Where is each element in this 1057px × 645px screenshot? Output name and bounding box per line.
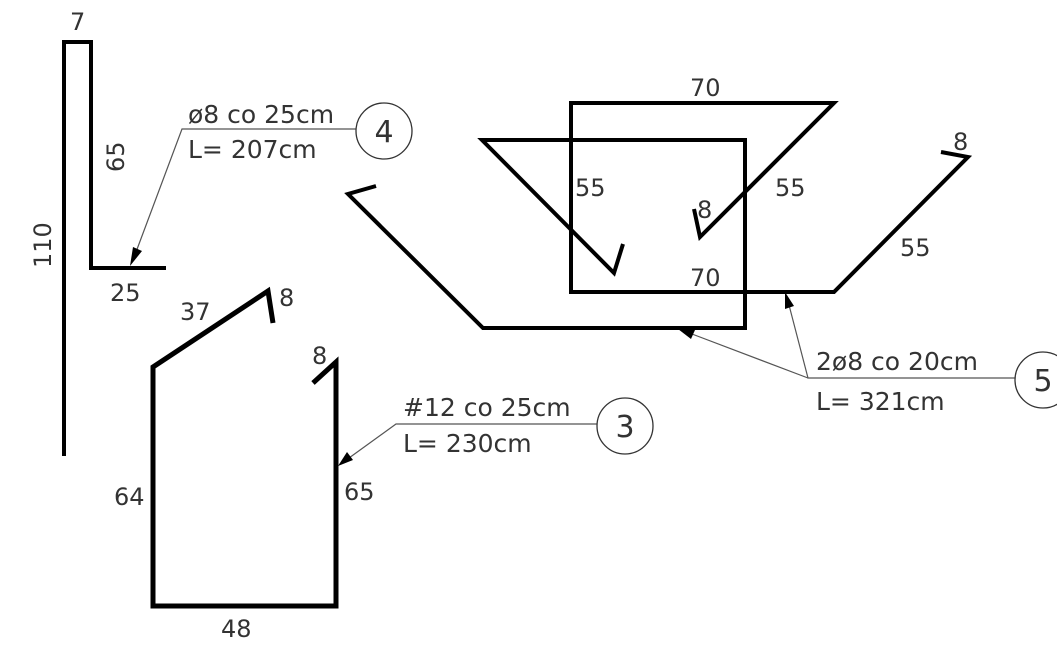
bar-5-dim-right-outer: 55 xyxy=(900,234,931,262)
bar-4-shape xyxy=(62,40,166,456)
bar-5-outer-shape xyxy=(344,138,747,330)
bar-3-leader-arrow xyxy=(338,452,353,466)
bar-5-spec: 2ø8 co 20cm xyxy=(816,347,978,376)
bar-4-spec: ø8 co 25cm xyxy=(188,100,334,129)
bar-3-mark-number: 3 xyxy=(615,410,634,445)
bar-4-mark-bubble xyxy=(355,102,413,160)
bar-5-dim-top: 70 xyxy=(690,74,721,102)
bar-mark-5: 70 70 55 55 55 8 8 2ø8 co 20cm L= 321cm … xyxy=(344,74,1057,416)
bar-4-dim-bottom: 25 xyxy=(110,279,141,307)
bar-5-dim-hook-inner: 8 xyxy=(697,196,712,224)
bar-5-dim-hook-outer: 8 xyxy=(953,128,968,156)
bar-5-leader-lower xyxy=(691,333,809,379)
bar-5-leader-arrow-upper xyxy=(785,292,794,309)
bar-4-length: L= 207cm xyxy=(188,135,317,164)
bar-3-dim-bottom: 48 xyxy=(221,615,252,643)
bar-3-mark-bubble xyxy=(596,397,654,455)
bar-5-dim-middle: 70 xyxy=(690,264,721,292)
bar-3-leader xyxy=(348,423,598,459)
bar-5-mark-number: 5 xyxy=(1033,364,1052,399)
bar-5-inner-shape xyxy=(569,101,973,294)
bar-5-mark-bubble xyxy=(1014,351,1057,409)
bar-5-dim-left-inner: 55 xyxy=(575,174,606,202)
bar-4-dim-vertical: 65 xyxy=(102,141,130,172)
bar-5-dim-right-inner: 55 xyxy=(775,174,806,202)
bar-5-leader-arrow-lower xyxy=(678,329,695,339)
bar-5-length: L= 321cm xyxy=(816,387,945,416)
bar-4-leader-arrow xyxy=(130,247,142,266)
bar-mark-3: 37 8 8 64 65 48 #12 co 25cm L= 230cm 3 xyxy=(114,284,654,643)
bar-4-dim-total: 110 xyxy=(29,222,57,268)
bar-3-length: L= 230cm xyxy=(403,429,532,458)
bar-4-mark-number: 4 xyxy=(374,115,393,150)
bar-3-dim-left: 64 xyxy=(114,483,145,511)
bar-3-dim-slope: 37 xyxy=(180,298,211,326)
bar-4-leader xyxy=(135,128,357,253)
bar-3-dim-right: 65 xyxy=(344,478,375,506)
bar-3-dim-hook-right: 8 xyxy=(312,342,327,370)
bar-3-spec: #12 co 25cm xyxy=(403,393,571,422)
bar-mark-4: 7 110 65 25 ø8 co 25cm L= 207cm 4 xyxy=(29,8,413,456)
bar-4-dim-top: 7 xyxy=(70,8,85,36)
bar-3-dim-hook-left: 8 xyxy=(279,284,294,312)
bar-3-shape xyxy=(150,286,339,609)
